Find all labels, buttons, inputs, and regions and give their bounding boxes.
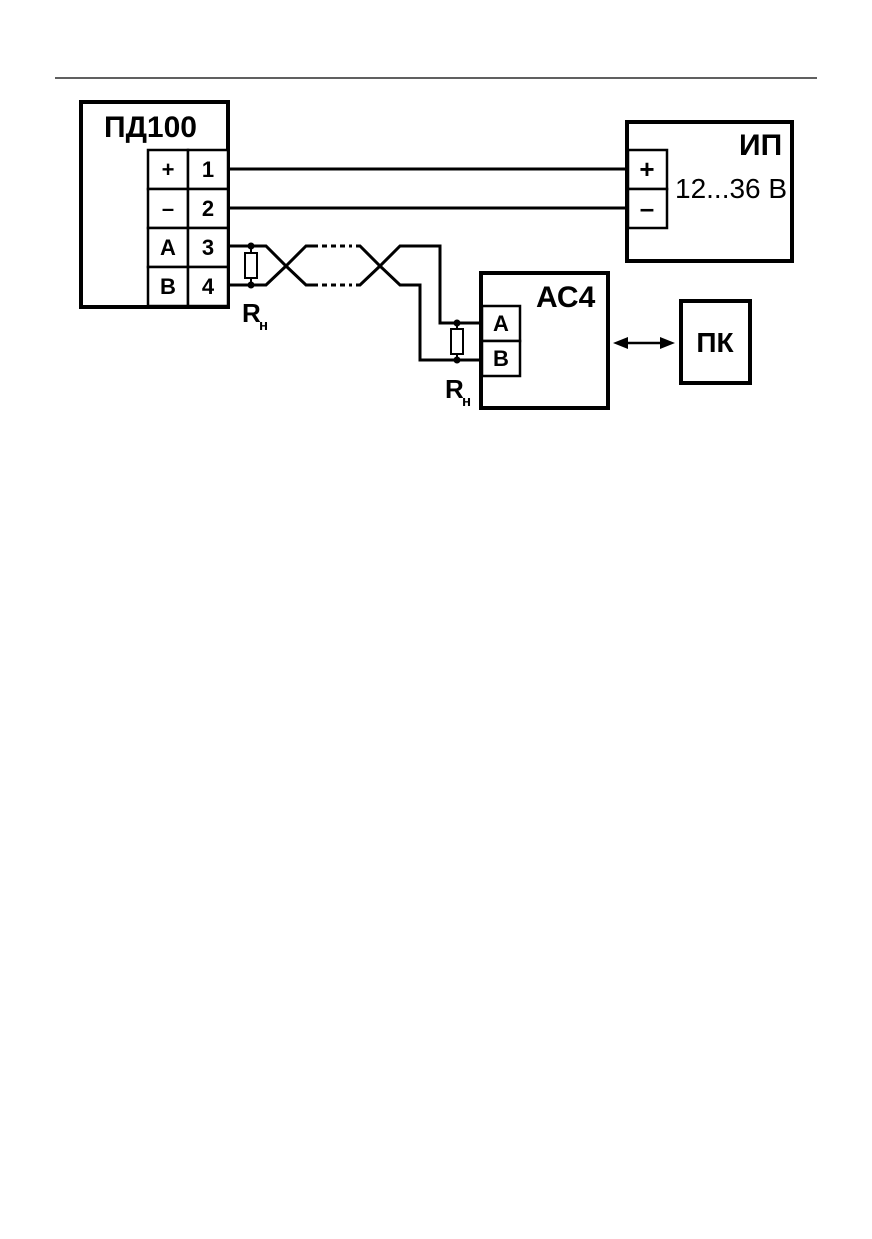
resistor-ac4 <box>450 319 464 364</box>
ac4-title: АС4 <box>536 281 596 314</box>
resistor-pd100-label-sub: н <box>259 317 268 334</box>
pd100-terminal-sign-1: + <box>162 157 175 182</box>
pd100-title: ПД100 <box>104 111 197 144</box>
power-supply-block: ИП + – 12...36 В <box>625 120 794 263</box>
resistor-ac4-label: R <box>445 374 464 404</box>
pd100-terminal-number-3: 3 <box>202 235 214 260</box>
pc-block: ПК <box>679 299 752 385</box>
resistor-pd100-label: R <box>242 298 261 328</box>
bidirectional-arrow-icon <box>613 337 675 349</box>
pd100-terminal-number-1: 1 <box>202 157 214 182</box>
pd100-terminal-sign-2: – <box>162 196 174 221</box>
ac4-block: АС4 A B <box>479 271 610 410</box>
resistor-pd100 <box>244 242 258 289</box>
pd100-terminal-sign-3: A <box>160 235 176 260</box>
pd100-terminal-number-2: 2 <box>202 196 214 221</box>
pc-title: ПК <box>696 327 734 358</box>
rs485-line <box>228 244 482 362</box>
power-supply-title: ИП <box>739 129 782 162</box>
power-supply-terminal-plus: + <box>639 154 654 184</box>
pd100-terminal-number-4: 4 <box>202 274 215 299</box>
ac4-terminal-a: A <box>493 311 509 336</box>
power-supply-voltage: 12...36 В <box>675 173 787 204</box>
pd100-block: ПД100 + 1 – 2 A 3 B 4 <box>79 100 230 309</box>
ac4-terminal-b: B <box>493 346 509 371</box>
pd100-terminal-sign-4: B <box>160 274 176 299</box>
power-supply-terminal-minus: – <box>640 193 654 223</box>
resistor-ac4-label-sub: н <box>462 393 471 410</box>
